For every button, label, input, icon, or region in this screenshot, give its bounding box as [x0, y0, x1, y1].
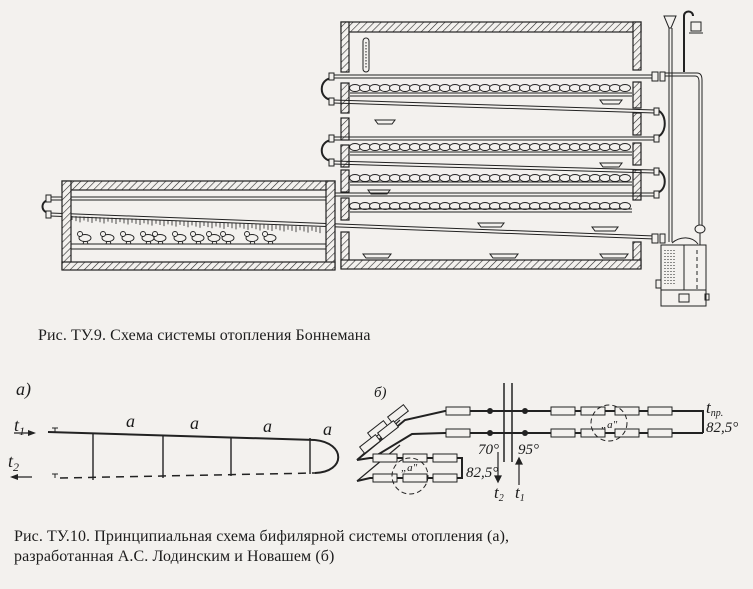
t1-label: t1 [515, 483, 525, 504]
t-pr-label: tпр. [706, 398, 723, 419]
temp-mid-left-label: 82,5° [466, 465, 498, 481]
brooder-interior [71, 216, 326, 250]
incubator-cabinet [340, 21, 642, 270]
radiator-icon [358, 433, 382, 455]
panel-a-label: а) [16, 379, 31, 400]
chick-icon [262, 231, 277, 245]
radiator-icon [614, 406, 640, 416]
segment-label: а [263, 416, 272, 436]
boiler-assembly [655, 10, 710, 307]
radiator-icon [372, 473, 398, 483]
figure-10-caption-line2: разработанная А.С. Лодинским и Новашем (… [14, 548, 335, 565]
panel-b-label: б) [374, 385, 387, 401]
radiator-icon [376, 419, 400, 441]
radiator-icon [647, 428, 673, 438]
chick-icon [206, 231, 221, 245]
radiator-icon [402, 473, 428, 483]
chick-icon [77, 231, 92, 245]
egg-trays [349, 84, 632, 213]
figure-9-caption: Рис. ТУ.9. Схема системы отопления Бонне… [38, 327, 371, 345]
chick-icon [152, 231, 167, 245]
supply-t1-label: t1 [14, 415, 25, 438]
egg-tray [349, 143, 632, 156]
radiator-icon [386, 403, 410, 425]
temp-return-label: 70° [478, 442, 499, 458]
detail-a-label: „а" [401, 462, 418, 474]
chick-icon [172, 231, 187, 245]
radiator-icon [432, 453, 458, 463]
segment-label: а [190, 413, 199, 433]
chick-icon [220, 231, 235, 245]
radiator-icon [402, 453, 428, 463]
radiator-icon [580, 428, 606, 438]
chicks [77, 231, 277, 245]
return-t2-label: t2 [8, 451, 19, 474]
egg-tray [349, 174, 632, 186]
pipe-fittings [45, 71, 666, 244]
chick-icon [140, 231, 155, 245]
radiator-icon [647, 406, 673, 416]
temp-mid-right-label: 82,5° [706, 420, 738, 436]
figure-10b-lodinsky-novash-scheme: б) [356, 383, 738, 504]
figure-10-caption-line1: Рис. ТУ.10. Принципиальная схема бифиляр… [14, 528, 510, 545]
radiator-icon [614, 428, 640, 438]
detail-a-label: „а" [601, 419, 618, 431]
chick-icon [100, 231, 115, 245]
radiator-icon [445, 406, 471, 416]
egg-tray [349, 84, 632, 97]
figure-10a-bifilar-scheme: а) t1 t2 а а а а [8, 379, 340, 480]
brooder-box [61, 180, 336, 271]
temp-supply-label: 95° [518, 442, 539, 458]
detail-a-circle-right [590, 404, 628, 442]
radiator-icon [372, 453, 398, 463]
hot-water-pipes [41, 74, 666, 259]
supply-line [47, 431, 316, 441]
chick-icon [120, 231, 135, 245]
detail-a-circle-left [391, 457, 429, 495]
thermometer-icon [362, 37, 370, 73]
radiator-icon [432, 473, 458, 483]
t2-label: t2 [494, 483, 504, 504]
egg-tray [349, 202, 632, 213]
figure-10-caption: Рис. ТУ.10. Принципиальная схема бифиляр… [14, 527, 509, 567]
segment-label: а [126, 411, 135, 431]
figure-9-number: Рис. ТУ.9. [38, 327, 107, 344]
figure-9-title: Схема системы отопления Боннемана [110, 327, 371, 344]
chick-icon [244, 231, 259, 245]
return-line [59, 472, 316, 479]
radiator-icon [550, 406, 576, 416]
radiator-icon [445, 428, 471, 438]
segment-label: а [323, 419, 332, 439]
radiator-icon [550, 428, 576, 438]
chick-icon [190, 231, 205, 245]
